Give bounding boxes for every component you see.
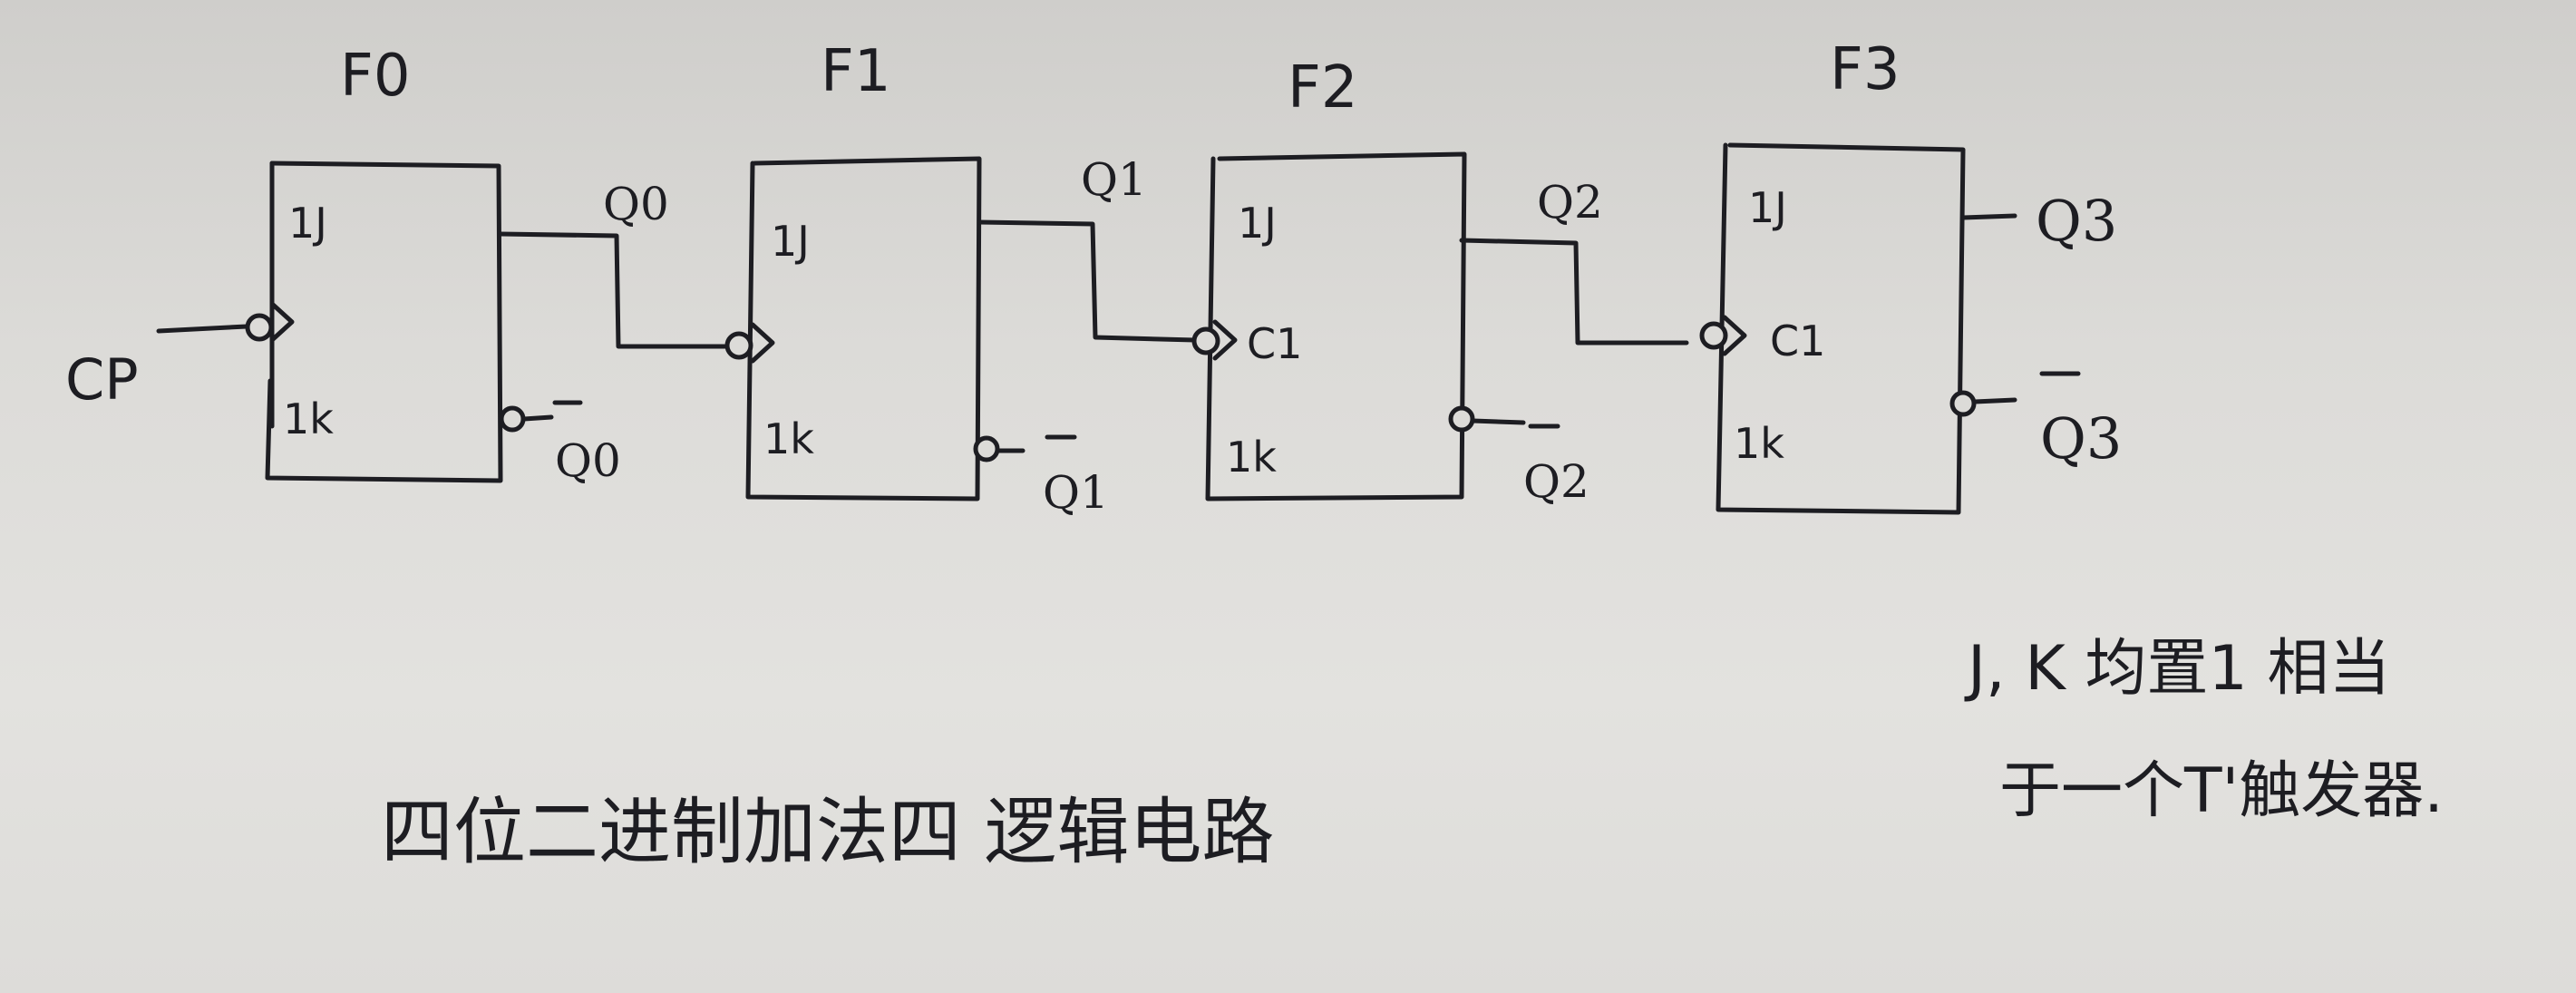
flipflop-f1-title: F1 [821, 38, 891, 105]
cp-input-label: CP [65, 346, 139, 413]
flipflop-f0-k-label: 1k [283, 394, 334, 443]
wire-q2 [1459, 238, 1689, 346]
output-q1-bar-label: Q1 [1043, 466, 1109, 519]
flipflop-f0: F0 1J 1k [265, 43, 503, 483]
flipflop-f3-qbar-bubble [1949, 390, 1977, 417]
flipflop-f3-clock-bubble [1699, 321, 1728, 350]
flipflop-f3-clock-label: C1 [1770, 316, 1825, 365]
flipflop-f0-qbar-bubble [499, 405, 526, 433]
flipflop-f1-clock-bubble [724, 331, 753, 360]
flipflop-f1-qbar-bubble [973, 435, 1000, 462]
flipflop-f3: F3 1J C1 1k [1716, 36, 1966, 515]
flipflop-f3-title: F3 [1830, 36, 1900, 103]
flipflop-f3-box [1716, 142, 1966, 515]
output-q1-label: Q1 [1081, 153, 1147, 206]
output-q0-bar-label: Q0 [555, 434, 621, 487]
wire-q3 [1960, 213, 2017, 220]
flipflop-f3-j-label: 1J [1748, 183, 1787, 232]
wire-q1 [977, 219, 1198, 343]
flipflop-f1: F1 1J 1k [745, 38, 982, 501]
flipflop-f2-clock-label: C1 [1247, 319, 1302, 368]
flipflop-f2-qbar-bubble [1448, 405, 1475, 433]
flipflop-f0-box [265, 161, 503, 483]
output-q2-bar-label: Q2 [1523, 455, 1589, 508]
flipflop-f0-title: F0 [340, 43, 411, 110]
output-q3-label: Q3 [2036, 188, 2117, 254]
flipflop-f0-clock-bubble [245, 313, 274, 342]
flipflop-f2-clock-triangle-icon [1212, 319, 1238, 361]
flipflop-f2-j-label: 1J [1238, 199, 1277, 248]
output-q0-label: Q0 [603, 178, 669, 230]
wire-q0-bar [521, 414, 554, 422]
flipflop-f1-k-label: 1k [763, 414, 814, 463]
diagram-caption: 四位二进制加法四 逻辑电路 [381, 790, 1274, 874]
output-q3-bar-label: Q3 [2040, 405, 2122, 472]
flipflop-f0-clock-triangle-icon [269, 301, 295, 343]
flipflop-f1-clock-triangle-icon [750, 322, 775, 364]
wire-q2-bar [1470, 418, 1526, 425]
flipflop-f2-title: F2 [1288, 54, 1358, 122]
flipflop-f3-k-label: 1k [1734, 419, 1784, 468]
flipflop-f2-k-label: 1k [1226, 433, 1277, 482]
wire-q3-bar [1972, 397, 2017, 404]
cp-input-wire [156, 324, 249, 334]
flipflop-f3-clock-triangle-icon [1722, 315, 1747, 356]
wire-q0 [498, 231, 728, 349]
flipflop-f0-j-label: 1J [288, 199, 327, 248]
flipflop-f2: F2 1J C1 1k [1205, 54, 1467, 501]
flipflop-f2-clock-bubble [1191, 326, 1220, 355]
flipflop-f1-j-label: 1J [771, 217, 810, 266]
note-line-1: J, K 均置1 相当 [1964, 633, 2390, 705]
flipflop-f1-box [745, 156, 982, 501]
flipflop-f2-box [1205, 151, 1467, 501]
note-line-2: 于一个T'触发器. [1999, 755, 2444, 827]
output-q2-label: Q2 [1537, 176, 1603, 229]
